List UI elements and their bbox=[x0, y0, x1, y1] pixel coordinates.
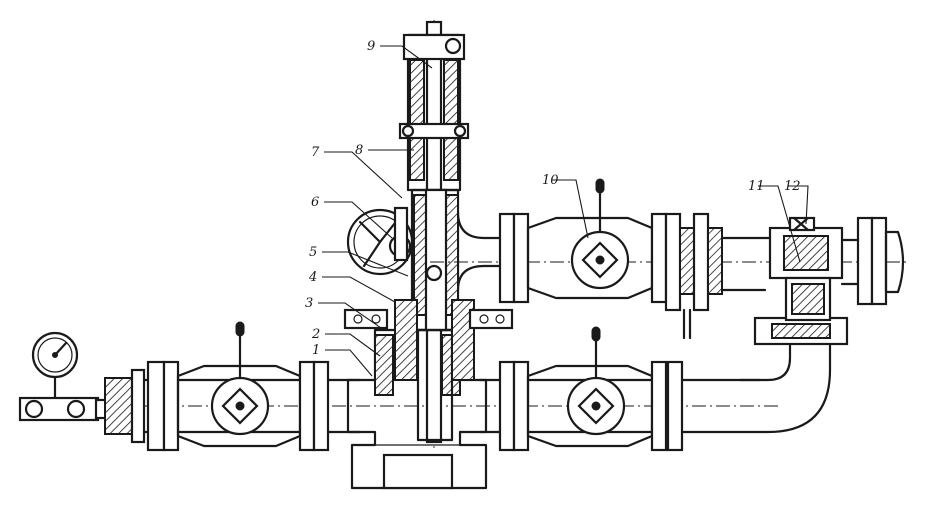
callouts: 1 2 3 4 5 6 7 8 9 10 11 12 bbox=[305, 39, 809, 377]
callout-1: 1 bbox=[312, 343, 320, 358]
ball-valve-icon bbox=[577, 387, 615, 425]
left-ball-valve bbox=[176, 321, 330, 452]
right-lower-ball-valve bbox=[498, 326, 684, 452]
callout-6: 6 bbox=[311, 195, 319, 210]
handwheel-icon bbox=[346, 206, 414, 276]
callout-8: 8 bbox=[355, 143, 363, 158]
gauge-assembly bbox=[18, 331, 110, 422]
callout-7: 7 bbox=[311, 145, 320, 160]
callout-10: 10 bbox=[542, 173, 559, 188]
callout-12: 12 bbox=[784, 179, 801, 194]
upper-ball-valve bbox=[498, 178, 668, 304]
callout-4: 4 bbox=[308, 270, 317, 285]
callout-2: 2 bbox=[311, 327, 320, 342]
callout-3: 3 bbox=[305, 296, 313, 311]
return-elbow bbox=[738, 316, 849, 434]
ball-valve-icon bbox=[221, 387, 259, 425]
callout-11: 11 bbox=[748, 179, 765, 194]
callout-9: 9 bbox=[367, 39, 375, 54]
left-end-flange bbox=[104, 360, 180, 452]
pressure-gauge-icon bbox=[31, 331, 79, 379]
right-tee bbox=[768, 216, 905, 322]
ball-valve-icon bbox=[581, 241, 619, 279]
flanged-union bbox=[664, 212, 723, 340]
callout-5: 5 bbox=[309, 245, 317, 260]
vertical-stem bbox=[343, 20, 514, 450]
